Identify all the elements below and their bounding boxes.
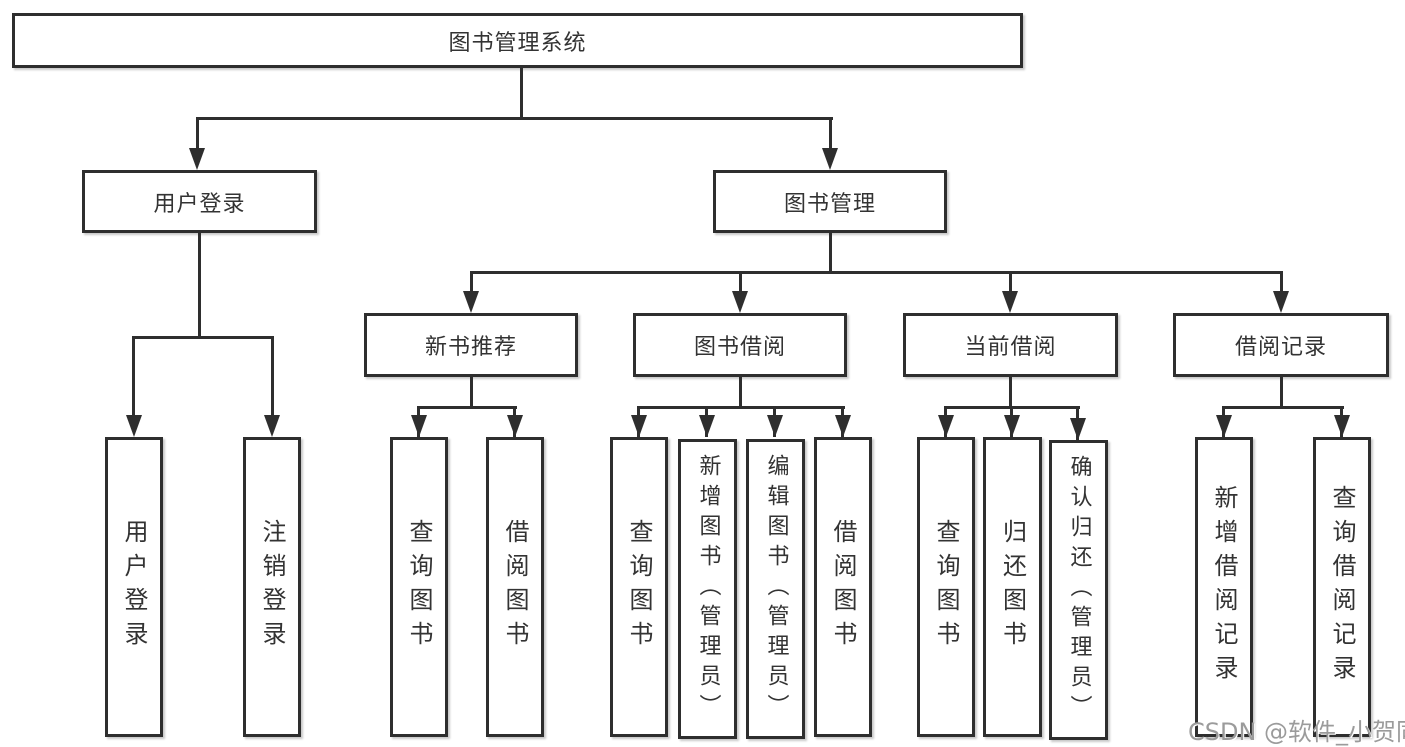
connector-line (132, 336, 135, 421)
leaf-nbr-borrow-books: 借阅图书 (486, 437, 544, 737)
arrowhead-down-icon (938, 415, 954, 437)
leaf-cb-confirm-return-admin-label: 确认归还（管理员） (1066, 455, 1092, 725)
connector-line (196, 117, 833, 120)
leaf-bb-query-books-label: 查询图书 (625, 519, 653, 655)
leaf-br-add-record-label: 新增借阅记录 (1210, 485, 1238, 689)
connector-line (1009, 271, 1012, 301)
leaf-cb-confirm-return-admin: 确认归还（管理员） (1049, 440, 1108, 740)
connector-line (198, 233, 201, 338)
arrowhead-down-icon (1070, 418, 1086, 440)
node-new-book-recommend: 新书推荐 (364, 313, 578, 377)
connector-line (1280, 271, 1283, 301)
connector-line (196, 117, 199, 157)
connector-line (637, 406, 845, 409)
connector-line (470, 271, 1283, 274)
node-current-borrowing: 当前借阅 (903, 313, 1118, 377)
leaf-cb-return-books-label: 归还图书 (998, 519, 1027, 655)
arrowhead-down-icon (699, 415, 715, 437)
connector-line (271, 336, 274, 421)
leaf-cb-query-books-label: 查询图书 (932, 519, 960, 655)
leaf-bb-add-book-admin-label: 新增图书（管理员） (695, 454, 721, 724)
leaf-bb-borrow-books: 借阅图书 (814, 437, 872, 737)
arrowhead-down-icon (189, 148, 205, 170)
node-user-login: 用户登录 (82, 170, 317, 233)
arrowhead-down-icon (507, 415, 523, 437)
connector-line (829, 117, 832, 157)
leaf-br-add-record: 新增借阅记录 (1195, 437, 1253, 737)
node-new-book-recommend-label: 新书推荐 (424, 335, 517, 360)
node-book-management: 图书管理 (713, 170, 947, 233)
leaf-br-query-record: 查询借阅记录 (1313, 437, 1371, 737)
leaf-user-login: 用户登录 (105, 437, 163, 737)
leaf-bb-borrow-books-label: 借阅图书 (829, 519, 857, 655)
node-root-label: 图书管理系统 (448, 30, 587, 56)
node-book-borrowing: 图书借阅 (633, 313, 847, 377)
leaf-bb-edit-book-admin-label: 编辑图书（管理员） (763, 454, 789, 724)
connector-line (829, 233, 832, 274)
arrowhead-down-icon (126, 415, 142, 437)
leaf-nbr-query-books: 查询图书 (390, 437, 448, 737)
leaf-bb-edit-book-admin: 编辑图书（管理员） (746, 439, 805, 739)
arrowhead-down-icon (1002, 291, 1018, 313)
connector-line (520, 68, 523, 118)
arrowhead-down-icon (463, 291, 479, 313)
node-book-management-label: 图书管理 (783, 191, 876, 217)
arrowhead-down-icon (1216, 415, 1232, 437)
arrowhead-down-icon (264, 415, 280, 437)
leaf-user-login-label: 用户登录 (120, 519, 148, 655)
arrowhead-down-icon (767, 415, 783, 437)
leaf-bb-add-book-admin: 新增图书（管理员） (678, 439, 737, 739)
csdn-watermark: CSDN @软件_小贺同学 (1188, 718, 1405, 746)
node-borrowing-records-label: 借阅记录 (1234, 335, 1327, 360)
arrowhead-down-icon (411, 415, 427, 437)
arrowhead-down-icon (822, 148, 838, 170)
connector-line (132, 336, 273, 339)
connector-line (417, 406, 517, 409)
connector-line (1222, 406, 1344, 409)
arrowhead-down-icon (1334, 415, 1350, 437)
connector-line (470, 377, 473, 409)
connector-line (470, 271, 473, 301)
connector-line (739, 271, 742, 301)
node-current-borrowing-label: 当前借阅 (964, 335, 1057, 360)
node-borrowing-records: 借阅记录 (1173, 313, 1389, 377)
leaf-br-query-record-label: 查询借阅记录 (1328, 485, 1356, 689)
leaf-nbr-borrow-books-label: 借阅图书 (501, 519, 529, 655)
leaf-nbr-query-books-label: 查询图书 (405, 519, 433, 655)
connector-line (1280, 377, 1283, 409)
node-user-login-label: 用户登录 (153, 191, 246, 217)
leaf-bb-query-books: 查询图书 (610, 437, 668, 737)
node-root: 图书管理系统 (12, 13, 1023, 68)
leaf-cb-query-books: 查询图书 (917, 437, 975, 737)
leaf-cb-return-books: 归还图书 (983, 437, 1042, 737)
arrowhead-down-icon (835, 415, 851, 437)
arrowhead-down-icon (631, 415, 647, 437)
arrowhead-down-icon (1004, 415, 1020, 437)
arrowhead-down-icon (732, 291, 748, 313)
arrowhead-down-icon (1273, 291, 1289, 313)
leaf-logout: 注销登录 (243, 437, 301, 737)
connector-line (739, 377, 742, 409)
node-book-borrowing-label: 图书借阅 (693, 335, 786, 360)
leaf-logout-label: 注销登录 (258, 519, 286, 655)
connector-line (1009, 377, 1012, 409)
